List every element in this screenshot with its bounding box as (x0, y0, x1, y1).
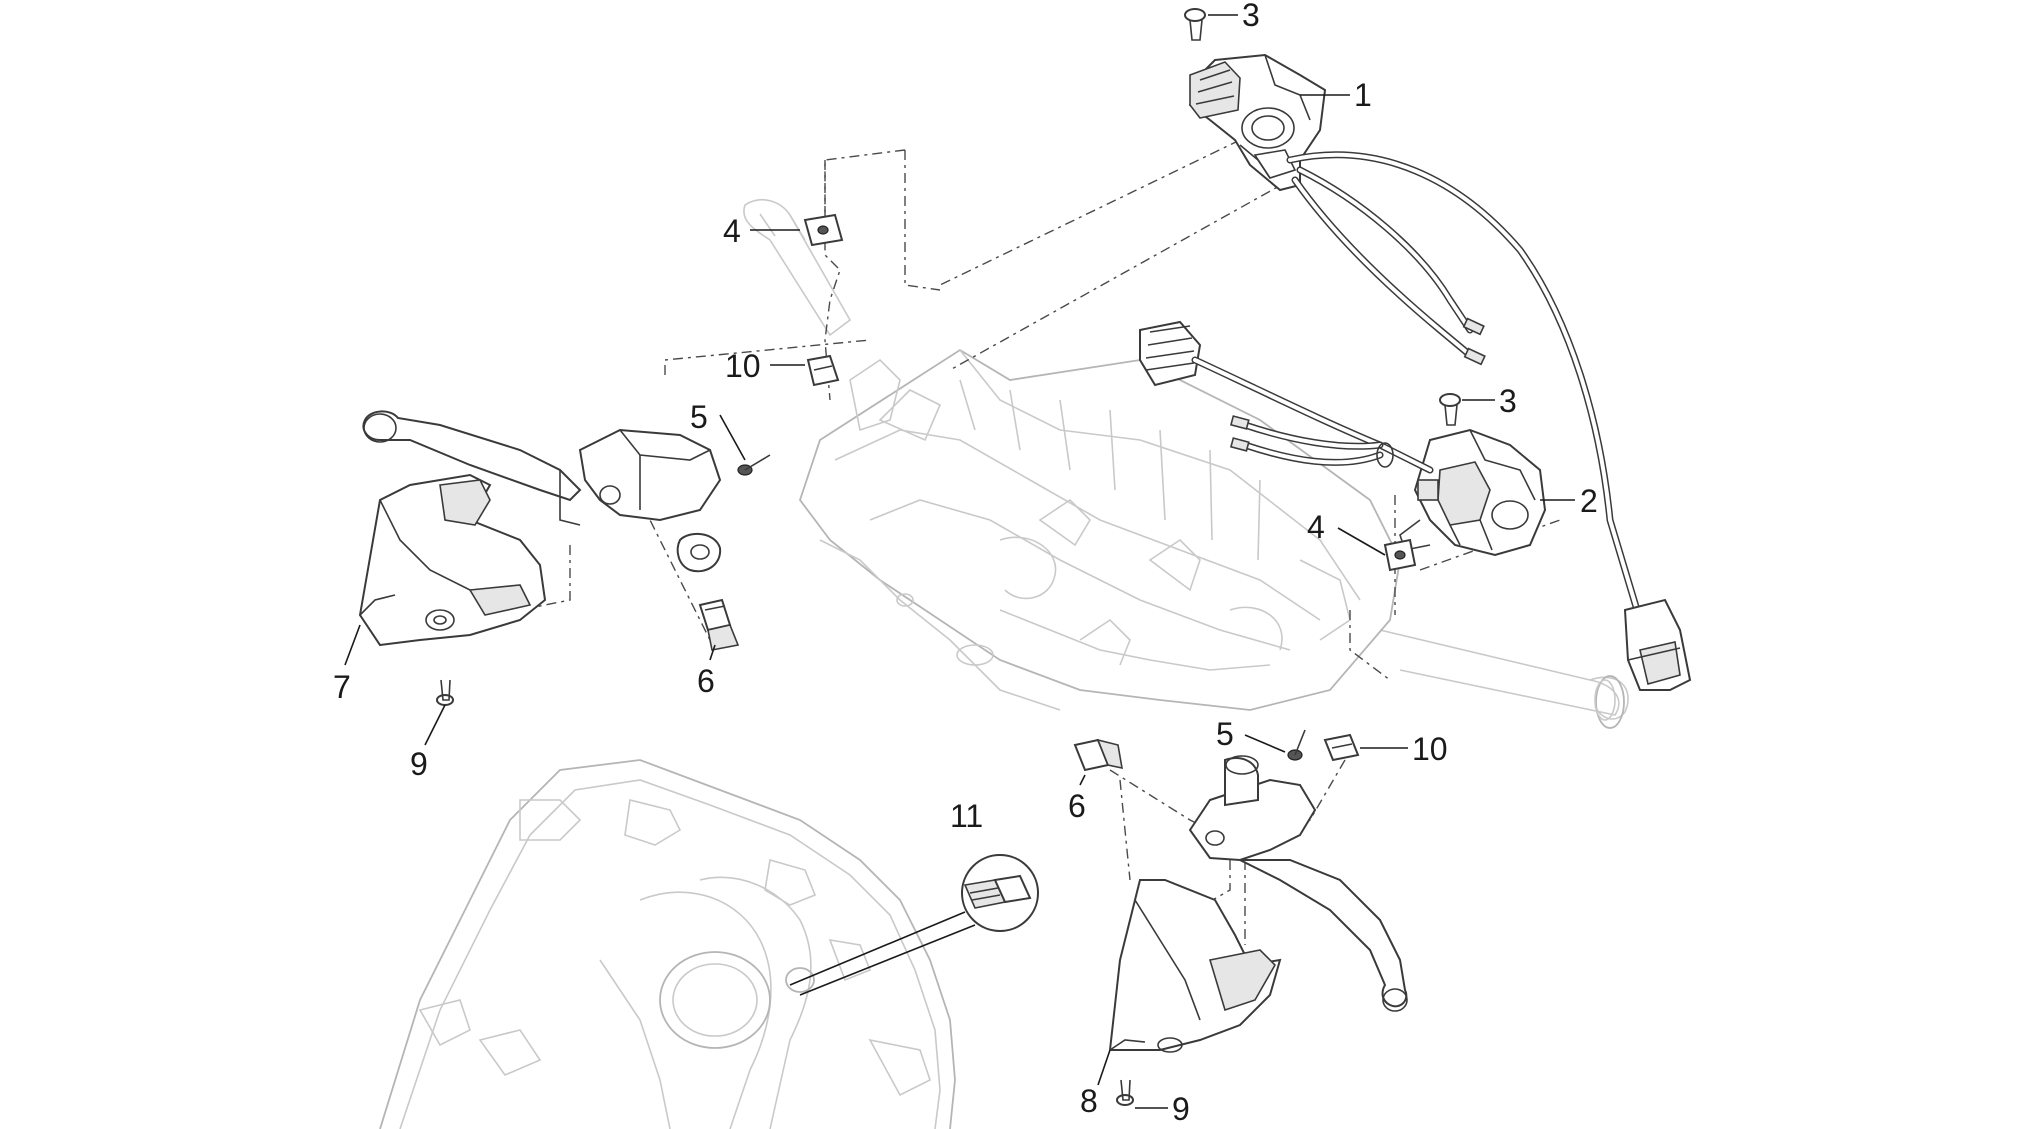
part-2-switch-housing (1139, 320, 1547, 557)
switch-6-right (1073, 738, 1123, 772)
callout-10-right: 10 (1412, 731, 1448, 767)
callout-9-right: 9 (1172, 1091, 1190, 1127)
screw-3-mid (1439, 393, 1461, 426)
part-1-cables (1286, 151, 1692, 691)
callout-4-right: 4 (1307, 509, 1325, 545)
callout-8: 8 (1080, 1083, 1098, 1119)
part-8-lever-cover (1108, 879, 1282, 1053)
leader-lines (344, 14, 1575, 1109)
callout-4-left: 4 (723, 213, 741, 249)
screw-9-right (1116, 1079, 1134, 1106)
callout-6-right: 6 (1068, 788, 1086, 824)
handlebar-ghost (743, 199, 1629, 729)
part-11-detail (789, 854, 1039, 996)
screw-5-left (737, 454, 771, 476)
assembly-lines (469, 139, 1561, 945)
callout-3-top: 3 (1242, 0, 1260, 33)
callout-7: 7 (333, 669, 351, 705)
callout-2: 2 (1580, 483, 1598, 519)
callout-labels: 3 1 4 10 5 3 2 4 6 7 9 5 10 6 11 8 9 (333, 0, 1598, 1127)
handlebar-bracket-ghost (798, 348, 1401, 711)
callout-5-right: 5 (1216, 716, 1234, 752)
callout-1: 1 (1354, 77, 1372, 113)
switch-6-left (698, 598, 740, 651)
screw-9-left (436, 679, 454, 706)
callout-10-left: 10 (725, 348, 761, 384)
clip-10-left (806, 354, 840, 387)
clip-10-right (1323, 733, 1360, 762)
callout-11: 11 (950, 798, 983, 834)
callout-6-left: 6 (697, 663, 715, 699)
clip-nut-4-right (1383, 538, 1417, 572)
left-lever-assembly (362, 410, 722, 573)
callout-3-mid: 3 (1499, 383, 1517, 419)
part-7-lever-cover (358, 473, 547, 647)
callout-9-left: 9 (410, 746, 428, 782)
front-shield-ghost (379, 759, 956, 1129)
clip-nut-4-left (803, 213, 844, 247)
right-lever-assembly (1188, 755, 1408, 1012)
callout-5-left: 5 (690, 399, 708, 435)
screw-3-top (1184, 8, 1206, 41)
screw-5-right (1287, 729, 1306, 761)
